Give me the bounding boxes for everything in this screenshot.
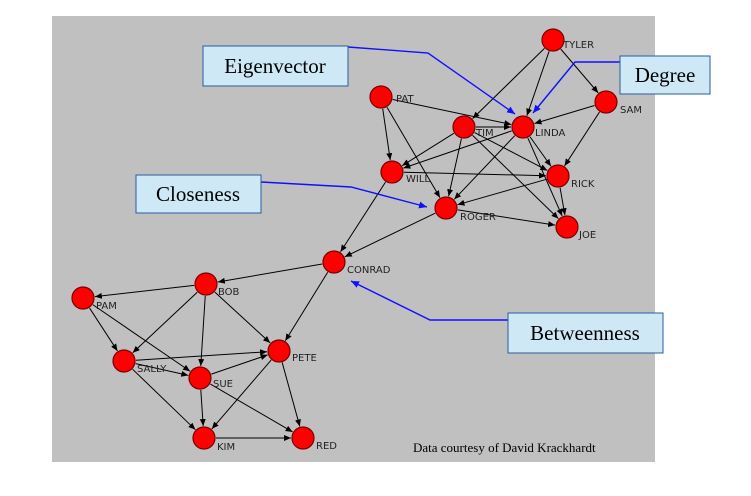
degree-callout-box [619,55,711,95]
graph-background [52,16,655,462]
edge-conrad-pete [284,264,334,342]
node-label-rick: RICK [571,179,595,190]
node-kim [192,426,216,450]
node-label-pam: PAM [96,301,117,312]
node-layer: TYLER SAM PAT TIM LINDA WILL RICK ROGER JOE CONRA… [71,28,642,453]
betweenness-callout-label: Betweenness [530,321,640,345]
node-sally [112,349,136,373]
degree-pointer-arrow [532,61,620,114]
node-tyler [541,28,565,52]
node-label-joe: JOE [578,230,596,241]
node-label-sue: SUE [213,379,233,390]
node-label-will: WILL [406,174,430,185]
closeness-callout-label: Closeness [156,182,240,206]
node-will [380,160,404,184]
edge-sue-kim [197,382,206,427]
node-label-kim: KIM [217,442,235,453]
node-label-red: RED [316,441,337,452]
node-label-tyler: TYLER [562,40,594,51]
node-conrad [322,250,346,274]
edge-bob-pete [207,285,271,344]
node-rick [546,164,570,188]
eigenvector-callout-box [202,45,349,87]
node-bob [194,272,218,296]
node-label-sam: SAM [620,105,642,116]
edge-layer [83,41,606,441]
credit-text: Data courtesy of David Krackhardt [413,440,596,455]
degree-callout-label: Degree [635,63,696,87]
edge-rick-roger [457,174,555,206]
edge-sam-rick [564,104,606,167]
node-label-sally: SALLY [137,364,167,375]
node-label-roger: ROGER [460,212,496,223]
node-pam [71,286,95,310]
node-label-tim: TIM [475,128,494,139]
node-linda [511,115,535,139]
closeness-pointer-arrow [260,181,428,209]
edge-roger-conrad [344,207,443,258]
edge-pat-linda [385,95,512,127]
betweenness-callout-box [507,312,664,354]
node-joe [555,215,579,239]
eigenvector-pointer-arrow [347,46,516,115]
betweenness-pointer-arrow [350,280,508,321]
edge-roger-joe [450,205,556,228]
node-pete [267,339,291,363]
node-tim [452,115,476,139]
node-label-bob: BOB [218,287,240,298]
edge-rick-joe [555,180,567,216]
node-sam [594,90,618,114]
edge-tyler-sam [553,41,599,94]
node-label-conrad: CONRAD [347,265,391,276]
node-label-linda: LINDA [535,128,566,139]
node-pat [369,85,393,109]
eigenvector-callout-label: Eigenvector [224,54,325,78]
node-label-pete: PETE [292,353,317,364]
edge-sally-kim [125,362,196,431]
node-roger [434,196,458,220]
node-red [291,426,315,450]
edge-pete-kim [211,352,279,430]
closeness-callout-box [135,174,262,214]
edge-pete-red [277,355,301,427]
node-label-pat: PAT [396,94,414,105]
node-sue [188,366,212,390]
